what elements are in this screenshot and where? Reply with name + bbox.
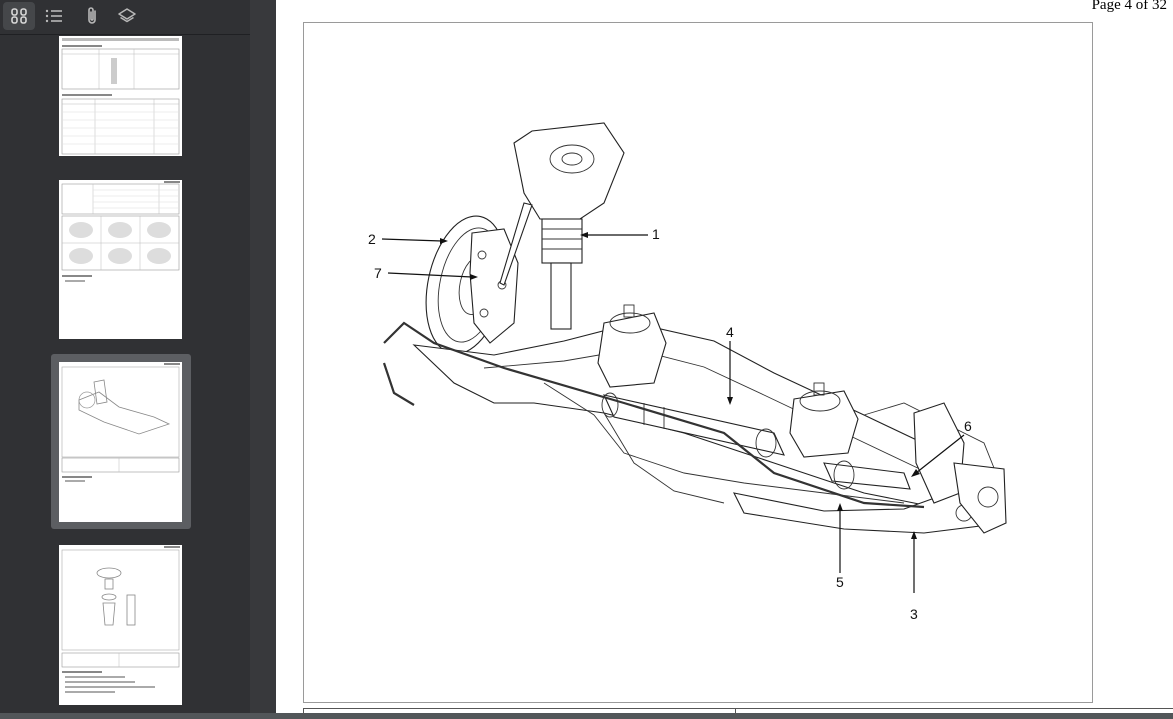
sidebar-gutter xyxy=(250,0,276,713)
layers-view-button[interactable] xyxy=(111,2,143,30)
layers-icon xyxy=(118,8,136,23)
document-viewer[interactable]: Page 4 of 32 xyxy=(276,0,1173,719)
callout-7: 7 xyxy=(374,265,382,281)
table-column-divider xyxy=(735,709,736,719)
drive-shaft xyxy=(823,460,911,490)
engine-mount-left xyxy=(597,304,667,388)
page-number-label: Page 4 of 32 xyxy=(1091,0,1167,13)
thumbnail-page-5-preview xyxy=(61,546,180,693)
paperclip-icon xyxy=(88,7,96,24)
thumbnail-page-3-preview xyxy=(61,181,180,282)
front-suspension-diagram: 1 2 3 4 5 6 7 xyxy=(368,122,1007,622)
figure-frame: 1 2 3 4 5 6 7 xyxy=(303,22,1093,703)
outline-view-button[interactable] xyxy=(38,2,70,30)
attachments-view-button[interactable] xyxy=(76,2,108,30)
callout-4: 4 xyxy=(726,324,734,340)
callout-5: 5 xyxy=(836,574,844,590)
thumbnail-page-2[interactable] xyxy=(59,36,182,156)
sidebar-toolbar xyxy=(0,0,250,35)
thumbnail-page-2-preview xyxy=(61,38,180,155)
thumbnail-page-3[interactable] xyxy=(59,180,182,339)
callout-6-leader xyxy=(915,434,965,474)
callout-1: 1 xyxy=(652,226,660,242)
callout-3: 3 xyxy=(910,606,918,622)
thumbnail-page-4[interactable] xyxy=(59,362,182,522)
callout-2-leader xyxy=(381,238,443,242)
grid-icon xyxy=(11,8,27,24)
parts-table-top xyxy=(303,708,1173,719)
thumbnails-view-button[interactable] xyxy=(3,2,35,30)
thumbnail-page-4-preview xyxy=(61,363,180,482)
thumbnail-page-5[interactable] xyxy=(59,545,182,705)
steering-knuckle xyxy=(469,228,519,344)
list-icon xyxy=(45,9,62,23)
callout-2: 2 xyxy=(368,231,376,247)
stabilizer-bar xyxy=(382,321,925,509)
engine-mount-right xyxy=(789,382,859,458)
callout-6: 6 xyxy=(964,418,972,434)
callout-7-leader xyxy=(387,272,473,278)
right-knuckle xyxy=(913,402,1007,534)
strut-assembly xyxy=(499,122,625,330)
thumbnail-sidebar xyxy=(0,0,250,713)
